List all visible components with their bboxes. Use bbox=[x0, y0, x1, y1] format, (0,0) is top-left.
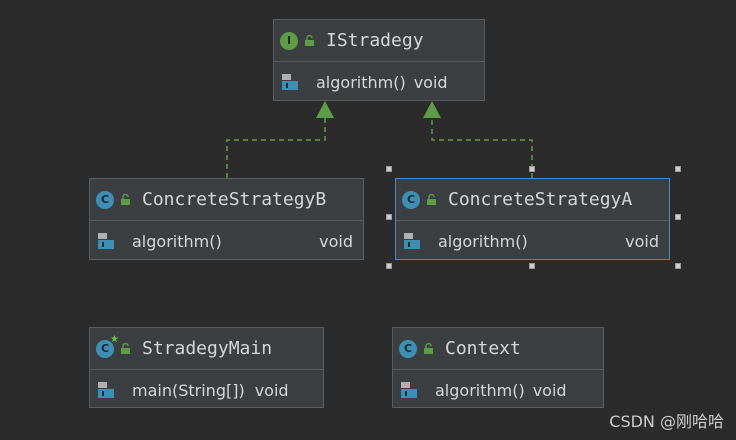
interface-icon: I bbox=[280, 31, 298, 50]
resize-handle-bottom-left[interactable] bbox=[386, 263, 392, 269]
class-icon: C bbox=[402, 190, 420, 209]
class-member-row[interactable]: algorithm() void bbox=[396, 221, 669, 261]
unlocked-padlock-icon bbox=[121, 342, 130, 354]
unlocked-padlock-icon bbox=[427, 193, 436, 205]
resize-handle-middle-right[interactable] bbox=[675, 214, 681, 220]
class-node-header: I IStradegy bbox=[274, 20, 484, 62]
class-member-row[interactable]: algorithm() void bbox=[393, 370, 603, 410]
class-name: StradegyMain bbox=[142, 338, 273, 359]
resize-handle-bottom-center[interactable] bbox=[529, 263, 535, 269]
realization-line-b bbox=[226, 118, 326, 178]
member-type: void bbox=[413, 72, 448, 92]
class-name: IStradegy bbox=[326, 30, 424, 51]
method-icon bbox=[401, 382, 417, 398]
class-member-row[interactable]: algorithm() void bbox=[274, 62, 484, 102]
class-name: Context bbox=[445, 338, 521, 359]
member-type: void bbox=[532, 380, 567, 400]
member-name: algorithm() bbox=[438, 231, 528, 251]
unlocked-padlock-icon bbox=[305, 34, 314, 46]
method-icon bbox=[404, 233, 420, 249]
class-node-istradegy[interactable]: I IStradegy algorithm() void bbox=[273, 19, 485, 101]
member-name: algorithm() bbox=[132, 231, 222, 251]
class-member-row[interactable]: algorithm() void bbox=[90, 221, 363, 261]
method-icon bbox=[282, 74, 298, 90]
class-node-context[interactable]: C Context algorithm() void bbox=[392, 327, 604, 408]
class-node-header: C ConcreteStrategyB bbox=[90, 179, 363, 221]
realization-concrete-b[interactable] bbox=[226, 118, 326, 178]
unlocked-padlock-icon bbox=[121, 193, 130, 205]
class-node-concrete-strategy-b[interactable]: C ConcreteStrategyB algorithm() void bbox=[89, 178, 364, 260]
member-type: void bbox=[319, 231, 353, 251]
resize-handle-bottom-right[interactable] bbox=[675, 263, 681, 269]
class-icon: C bbox=[96, 190, 114, 209]
main-entry-star-icon: ★ bbox=[110, 333, 119, 345]
watermark: CSDN @刚哈哈 bbox=[609, 412, 724, 431]
class-node-header: C ConcreteStrategyA bbox=[396, 179, 669, 221]
class-icon: C bbox=[399, 339, 417, 358]
member-name: algorithm() bbox=[316, 72, 406, 92]
realization-line-a bbox=[431, 118, 533, 178]
realization-arrowhead-b bbox=[316, 101, 334, 118]
member-type: void bbox=[254, 380, 289, 400]
member-type: void bbox=[625, 231, 659, 251]
class-node-stradegy-main[interactable]: C★ StradegyMain main(String[]) void bbox=[89, 327, 324, 408]
member-name: main(String[]) bbox=[132, 380, 245, 400]
class-icon: C★ bbox=[96, 334, 119, 358]
resize-handle-top-left[interactable] bbox=[386, 166, 392, 172]
method-icon bbox=[98, 382, 114, 398]
class-node-header: C Context bbox=[393, 328, 603, 370]
class-node-concrete-strategy-a[interactable]: C ConcreteStrategyA algorithm() void bbox=[395, 178, 670, 260]
class-node-header: C★ StradegyMain bbox=[90, 328, 323, 370]
class-icon-letter: C bbox=[100, 342, 110, 355]
realization-concrete-a[interactable] bbox=[431, 118, 533, 178]
resize-handle-top-center[interactable] bbox=[529, 166, 535, 172]
class-name: ConcreteStrategyA bbox=[448, 189, 633, 210]
unlocked-padlock-icon bbox=[424, 342, 433, 354]
class-member-row[interactable]: main(String[]) void bbox=[90, 370, 323, 410]
member-name: algorithm() bbox=[435, 380, 525, 400]
resize-handle-middle-left[interactable] bbox=[386, 214, 392, 220]
class-name: ConcreteStrategyB bbox=[142, 189, 327, 210]
method-icon bbox=[98, 233, 114, 249]
resize-handle-top-right[interactable] bbox=[675, 166, 681, 172]
realization-arrowhead-a bbox=[423, 101, 441, 118]
